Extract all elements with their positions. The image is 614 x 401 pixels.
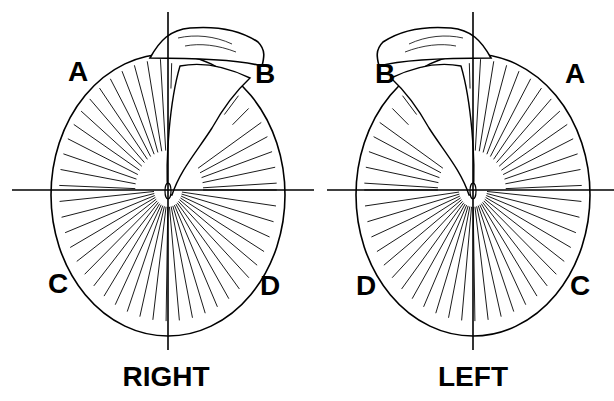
hatch-line xyxy=(384,200,462,266)
hatch-line xyxy=(481,204,537,296)
hatch-line xyxy=(364,183,438,188)
hatch-line xyxy=(412,204,465,299)
hatch-line xyxy=(469,63,471,88)
notch-hatch xyxy=(405,36,463,52)
left-figure xyxy=(327,12,614,350)
hatch-line xyxy=(483,65,507,152)
notch-outline xyxy=(150,28,264,66)
hatch-line xyxy=(65,196,155,233)
hatch-line xyxy=(486,197,571,247)
side-label: RIGHT xyxy=(122,363,209,391)
hatch-line xyxy=(369,152,439,178)
hatch-line xyxy=(182,192,276,206)
inner-region xyxy=(167,65,250,196)
hatch-line xyxy=(402,203,464,289)
hatch-line xyxy=(127,206,163,312)
hatch-line xyxy=(77,199,156,261)
hatch-line xyxy=(505,169,580,183)
hatch-line xyxy=(153,207,166,320)
side-label: LEFT xyxy=(438,363,508,391)
vertical-axis xyxy=(472,12,474,350)
hatch-line xyxy=(478,206,514,312)
hatch-line xyxy=(176,204,229,299)
hatch-line xyxy=(484,201,557,274)
hatch-line xyxy=(169,207,179,321)
quadrant-letter: A xyxy=(68,58,88,86)
hatch-line xyxy=(371,196,459,237)
horizontal-axis xyxy=(12,189,314,191)
hatch-line xyxy=(501,124,567,170)
hatch-line xyxy=(506,185,582,188)
hatch-line xyxy=(200,137,267,173)
hatch-line xyxy=(203,167,276,182)
hatch-line xyxy=(122,71,154,154)
hatch-line xyxy=(479,61,494,151)
quadrant-letter: A xyxy=(565,60,585,88)
hatch-line xyxy=(475,207,488,320)
hatch-line xyxy=(61,169,136,183)
hatch-line xyxy=(504,154,577,179)
hatch-line xyxy=(180,200,258,266)
hatch-line xyxy=(140,206,165,316)
hatch-line xyxy=(177,203,239,289)
hatch-line xyxy=(134,65,158,152)
hatch-line xyxy=(202,152,272,178)
hatch-line xyxy=(366,167,439,182)
hatch-line xyxy=(160,59,165,150)
horizontal-axis xyxy=(327,189,614,191)
right-figure xyxy=(12,12,314,350)
vertical-axis xyxy=(167,12,169,350)
hatch-line xyxy=(487,191,581,201)
hatch-line xyxy=(59,185,135,188)
hatch-line xyxy=(203,183,277,188)
hatch-line xyxy=(494,88,542,159)
hatch-line xyxy=(85,201,158,274)
hatch-line xyxy=(490,79,530,157)
quadrant-letter: D xyxy=(260,272,280,300)
hatch-line xyxy=(485,199,564,261)
hatch-line xyxy=(365,192,459,206)
hatch-line xyxy=(477,206,502,316)
hatch-line xyxy=(110,79,150,157)
hatch-line xyxy=(181,196,269,237)
quadrant-letter: B xyxy=(375,60,395,88)
hatch-line xyxy=(104,204,160,296)
hatch-line xyxy=(170,63,172,88)
hatch-line xyxy=(462,207,472,321)
hatch-line xyxy=(74,124,140,170)
hatch-line xyxy=(499,111,560,166)
hatch-line xyxy=(100,88,148,159)
hatch-line xyxy=(487,71,519,154)
quadrant-letter: D xyxy=(356,272,376,300)
hatch-line xyxy=(63,154,136,179)
hatch-line xyxy=(147,61,162,151)
quadrant-letter: C xyxy=(48,270,68,298)
hatch-line xyxy=(70,197,155,247)
hatch-line xyxy=(486,196,576,233)
hatch-line xyxy=(60,191,154,201)
hatch-line xyxy=(81,111,142,166)
hatch-line xyxy=(392,108,408,124)
notch-hatch xyxy=(178,36,236,52)
hatch-line xyxy=(374,137,441,173)
hatch-line xyxy=(233,108,249,124)
hatch-line xyxy=(475,59,480,150)
hatch-line xyxy=(62,194,155,218)
quadrant-letter: C xyxy=(570,272,590,300)
inner-region xyxy=(391,65,474,196)
hatch-line xyxy=(487,194,580,218)
quadrant-letter: B xyxy=(255,60,275,88)
